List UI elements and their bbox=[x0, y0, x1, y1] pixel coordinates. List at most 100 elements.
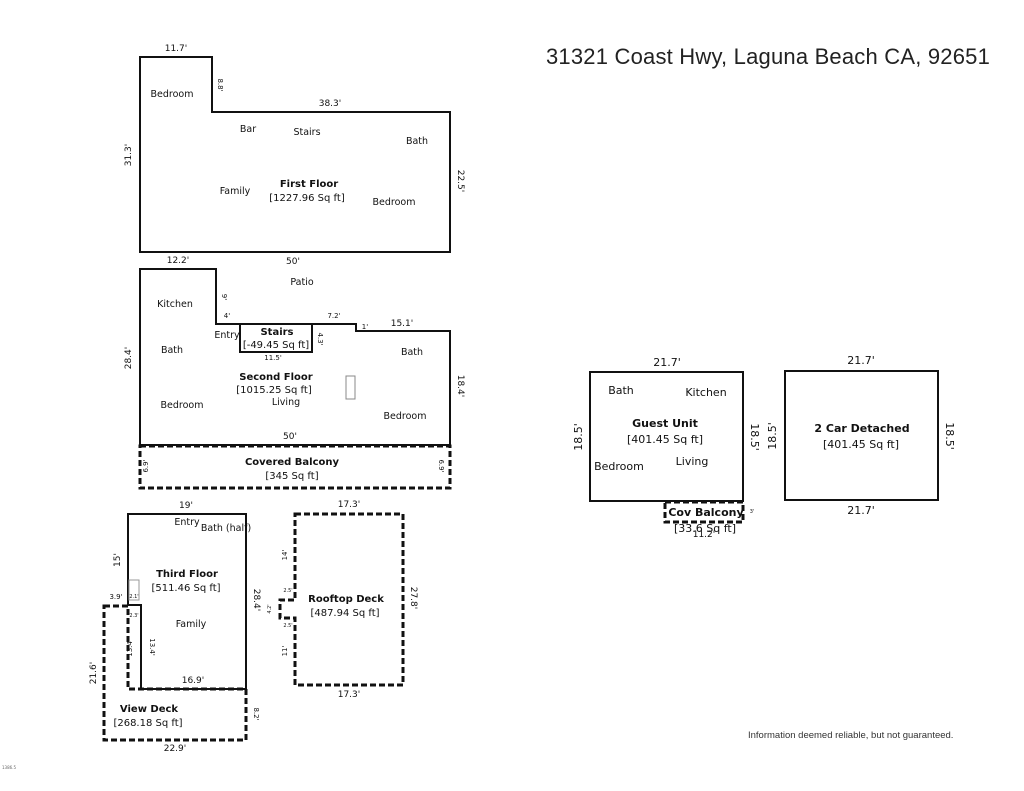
cov-balcony-area: [33.6 Sq ft] bbox=[674, 522, 736, 535]
second-floor-dim-small: 1' bbox=[362, 323, 368, 331]
closet-symbol bbox=[128, 579, 140, 601]
first-floor-dim-bottom: 50' bbox=[286, 257, 300, 267]
garage-dim-right: 18.5' bbox=[943, 422, 956, 450]
room-label-bedroom: Bedroom bbox=[161, 400, 204, 411]
second-floor-dim-step: 7.2' bbox=[327, 312, 340, 320]
third-floor-name: Third Floor bbox=[156, 569, 218, 580]
first-floor-dim-right: 22.5' bbox=[455, 170, 465, 193]
corner-note: 1386.5 bbox=[2, 765, 16, 770]
garage: 21.7' 21.7' 18.5' 18.5' 2 Car Detached [… bbox=[766, 354, 956, 517]
guest-unit-name: Guest Unit bbox=[632, 417, 698, 430]
rooftop-deck-dim-notch-b: 2.5' bbox=[283, 623, 292, 629]
second-floor-dim-left: 28.4' bbox=[124, 347, 134, 370]
rooftop-deck-dim-top: 17.3' bbox=[338, 500, 361, 510]
room-label-entry: Entry bbox=[174, 517, 200, 528]
cov-balcony-name: Cov Balcony bbox=[668, 506, 743, 519]
second-floor-name: Second Floor bbox=[239, 372, 313, 383]
room-label-bedroom: Bedroom bbox=[373, 197, 416, 208]
guest-unit-dim-right: 18.5' bbox=[748, 423, 761, 451]
first-floor-dim-notch: 8.8' bbox=[216, 78, 224, 91]
stairs-dim-height: 4.3' bbox=[316, 332, 324, 345]
view-deck-name: View Deck bbox=[120, 704, 179, 715]
first-floor-dim-left: 31.3' bbox=[124, 144, 134, 167]
second-floor: 12.2' 9' 4' 7.2' 1' 15.1' 28.4' 18.4' 50… bbox=[124, 256, 465, 446]
third-floor-dim-bottom: 16.9' bbox=[182, 676, 205, 686]
guest-unit: 21.7' 18.5' 18.5' Bath Kitchen Guest Uni… bbox=[572, 356, 761, 502]
stairs-dim-width: 11.5' bbox=[264, 354, 282, 362]
first-floor-dim-top-left: 11.7' bbox=[165, 44, 188, 54]
second-floor-dim-bottom: 50' bbox=[283, 432, 297, 442]
third-floor-dim-tiny-a: 2.1' bbox=[129, 594, 138, 600]
view-deck-dim-right: 8.2' bbox=[252, 707, 260, 720]
room-label-bath-half: Bath (half) bbox=[201, 523, 251, 534]
third-floor-dim-step: 3.9' bbox=[109, 593, 122, 601]
cov-balcony-dim-depth: 3' bbox=[750, 509, 755, 515]
rooftop-deck-dim-notch-width: 4.2' bbox=[267, 604, 273, 613]
first-floor-area: [1227.96 Sq ft] bbox=[269, 193, 345, 204]
room-label-bedroom: Bedroom bbox=[151, 89, 194, 100]
cov-balcony: [33.6 Sq ft] 11.2' Cov Balcony 3' bbox=[663, 500, 755, 540]
room-label-kitchen: Kitchen bbox=[157, 299, 193, 310]
guest-unit-area: [401.45 Sq ft] bbox=[627, 433, 703, 446]
garage-name: 2 Car Detached bbox=[814, 422, 909, 435]
rooftop-deck-area: [487.94 Sq ft] bbox=[310, 608, 379, 619]
rooftop-deck-dim-right: 27.8' bbox=[408, 587, 418, 610]
garage-dim-left: 18.5' bbox=[766, 422, 779, 450]
second-floor-dim-notch-horizontal: 4' bbox=[224, 312, 230, 320]
third-floor-area: [511.46 Sq ft] bbox=[151, 583, 220, 594]
covered-balcony: 6.9' 6.9' Covered Balcony [345 Sq ft] bbox=[138, 444, 452, 490]
third-floor-dim-right: 28.4' bbox=[251, 589, 261, 612]
third-floor-dim-tiny-b: 2.3' bbox=[129, 613, 138, 619]
third-floor-dim-top: 19' bbox=[179, 501, 193, 511]
room-label-bedroom: Bedroom bbox=[594, 460, 644, 473]
rooftop-deck-dim-left-lower: 11' bbox=[281, 646, 289, 657]
rooftop-deck-name: Rooftop Deck bbox=[308, 594, 384, 605]
third-floor-dim-left: 15' bbox=[113, 553, 123, 567]
rooftop-deck: 17.3' 17.3' 27.8' 14' 2.5' 4.2' 2.5' 11'… bbox=[267, 500, 418, 700]
property-address: 31321 Coast Hwy, Laguna Beach CA, 92651 bbox=[546, 44, 991, 69]
garage-outline bbox=[784, 370, 939, 501]
garage-dim-top: 21.7' bbox=[847, 354, 875, 367]
rooftop-deck-dim-left-upper: 14' bbox=[281, 550, 289, 561]
room-label-bath: Bath bbox=[608, 384, 634, 397]
view-deck: 21.6' 13.4' 8.2' 22.9' View Deck [268.18… bbox=[89, 604, 260, 754]
covered-balcony-area: [345 Sq ft] bbox=[265, 471, 318, 482]
view-deck-outline bbox=[102, 604, 248, 742]
room-label-patio: Patio bbox=[290, 277, 313, 288]
room-label-bath: Bath bbox=[406, 136, 428, 147]
second-floor-dim-right: 18.4' bbox=[455, 375, 465, 398]
third-floor-outline bbox=[127, 513, 247, 690]
view-deck-dim-bottom: 22.9' bbox=[164, 744, 187, 754]
second-floor-dim-notch: 9' bbox=[220, 294, 228, 300]
rooftop-deck-dim-bottom: 17.3' bbox=[338, 690, 361, 700]
guest-unit-dim-top: 21.7' bbox=[653, 356, 681, 369]
room-label-bath: Bath bbox=[161, 345, 183, 356]
room-label-stairs: Stairs bbox=[293, 127, 320, 138]
covered-balcony-name: Covered Balcony bbox=[245, 457, 340, 468]
covered-balcony-dim-left: 6.9' bbox=[142, 459, 150, 472]
first-floor-name: First Floor bbox=[280, 179, 338, 190]
disclaimer-note: Information deemed reliable, but not gua… bbox=[748, 730, 954, 741]
room-label-living: Living bbox=[272, 397, 300, 408]
rooftop-deck-dim-notch-a: 2.5' bbox=[283, 588, 292, 594]
cov-balcony-dim-width: 11.2' bbox=[693, 530, 716, 540]
room-label-bath: Bath bbox=[401, 347, 423, 358]
stairs-name: Stairs bbox=[260, 327, 293, 338]
room-label-family: Family bbox=[220, 186, 251, 197]
view-deck-dim-inner: 13.4' bbox=[126, 639, 134, 657]
cov-balcony-outline bbox=[663, 500, 745, 524]
second-floor-dim-top-right: 15.1' bbox=[391, 319, 414, 329]
third-floor-dim-inner-left: 13.4' bbox=[148, 638, 156, 656]
room-label-living: Living bbox=[676, 455, 709, 468]
room-label-kitchen: Kitchen bbox=[685, 386, 726, 399]
fireplace-symbol bbox=[345, 375, 356, 400]
guest-unit-dim-left: 18.5' bbox=[572, 423, 585, 451]
room-label-bedroom: Bedroom bbox=[384, 411, 427, 422]
stairs-area: [-49.45 Sq ft] bbox=[243, 340, 309, 351]
view-deck-dim-left: 21.6' bbox=[89, 662, 99, 685]
second-floor-area: [1015.25 Sq ft] bbox=[236, 385, 312, 396]
covered-balcony-outline bbox=[138, 444, 452, 490]
room-label-bar: Bar bbox=[240, 124, 256, 135]
third-floor: 19' 15' 3.9' 2.1' 2.3' 13.4' 28.4' 16.9'… bbox=[109, 501, 261, 690]
